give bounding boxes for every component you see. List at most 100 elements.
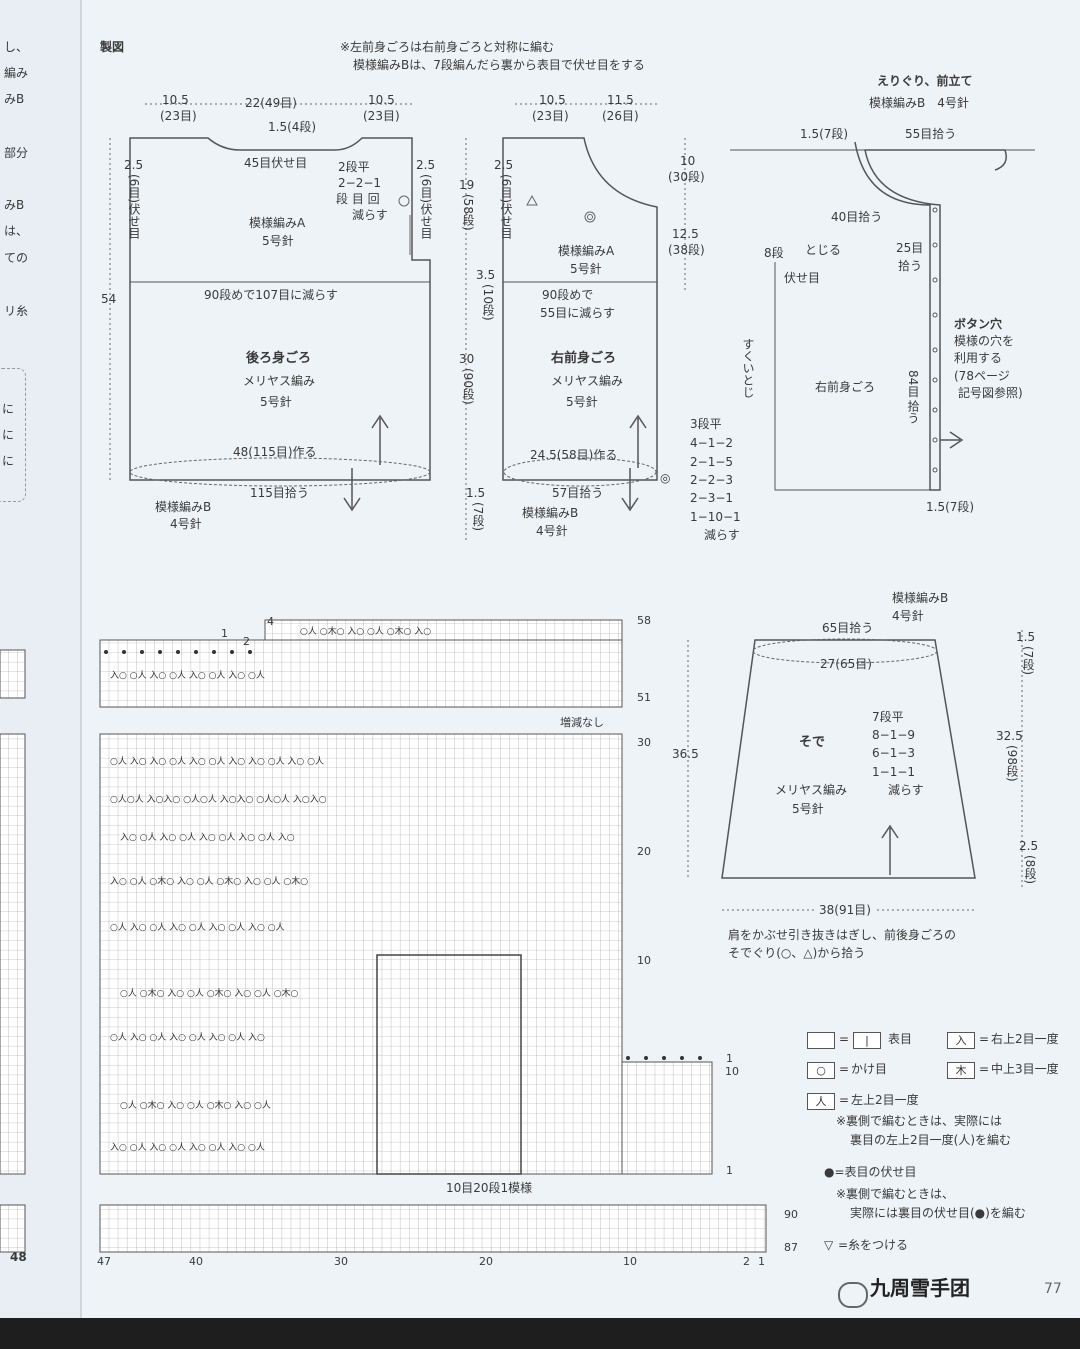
mid-d1: 19 xyxy=(459,178,475,192)
note-1: ※左前身ごろは右前身ごろと対称に編む xyxy=(340,40,555,54)
legend-yo: かけ目 xyxy=(851,1062,888,1076)
legend-k2tog-l: 左上2目一度 xyxy=(851,1093,919,1107)
front-side-dim-sub: (6目)伏せ目 xyxy=(499,174,513,239)
collar-top-dim: 1.5(7段) xyxy=(800,127,849,141)
legend-yarn: =糸をつける xyxy=(838,1238,909,1252)
sleeve-top-width: 27(65目) xyxy=(820,657,872,671)
back-outline xyxy=(129,137,431,481)
svg-text:入○ ○人 入○ ○人 入○ ○人 入○ ○人 入○: 入○ ○人 入○ ○人 入○ ○人 入○ ○人 入○ xyxy=(120,832,295,843)
legend-k2tog-l-note1: ※裏側で編むときは、実際には xyxy=(836,1114,1003,1128)
row-label: 1 xyxy=(726,1052,733,1065)
col-label: 1 xyxy=(758,1255,765,1268)
back-dim-right: 10.5 xyxy=(368,93,395,107)
sleeve-note2: そでぐり(○、△)から拾う xyxy=(728,946,866,960)
row-label: 10 xyxy=(637,954,651,967)
back-dim-mid: 22(49目) xyxy=(245,96,297,110)
sleeve-name: そで xyxy=(799,735,826,750)
svg-text:○人 ○木○ 入○ ○人 ○木○ 入○: ○人 ○木○ 入○ ○人 ○木○ 入○ xyxy=(300,625,431,637)
back-side-dim-sub-r: (6目)伏せ目 xyxy=(419,174,433,239)
sleeve-inc: 減らす xyxy=(888,783,924,797)
left-line: し、 xyxy=(4,40,29,54)
back-side-dim-sub: (6目)伏せ目 xyxy=(127,174,141,239)
buttonhole-line: 利用する xyxy=(954,351,1003,365)
back-cast-on: 48(115目)作る xyxy=(233,445,317,459)
back-neck-dec: 2段平 xyxy=(338,160,370,174)
back-side-dim: 2.5 xyxy=(124,158,144,172)
col-label: 10 xyxy=(623,1255,637,1268)
front-dim-right-sub: (26目) xyxy=(602,109,639,123)
note-2: 模様編みBは、7段編んだら裏から表目で伏せ目をする xyxy=(353,58,645,72)
eq: = xyxy=(979,1032,990,1046)
front-hem: 模様編みB xyxy=(522,506,579,520)
front-dec-note1: 90段めで xyxy=(542,288,594,302)
sleeve-inc: 7段平 xyxy=(872,710,904,724)
sleeve-hem: 模様編みB xyxy=(892,591,949,605)
left-side: に xyxy=(2,402,15,416)
svg-text:入○ ○人 ○木○ 入○ ○人 ○木○ 入○ ○人 ○木○: 入○ ○人 ○木○ 入○ ○人 ○木○ 入○ ○人 ○木○ xyxy=(110,875,308,887)
left-side: に xyxy=(2,428,15,442)
left-line: ての xyxy=(4,251,29,265)
collar-subtitle: 模様編みB 4号針 xyxy=(869,96,969,110)
back-neck-dec: 減らす xyxy=(352,208,388,222)
left-page-number: 48 xyxy=(10,1250,27,1264)
back-pickup: 115目拾う xyxy=(250,486,309,500)
front-stitch: メリヤス編み xyxy=(551,374,624,388)
key-k2tog-l: 人 xyxy=(807,1093,835,1110)
key-k2tog-r: 入 xyxy=(947,1032,975,1049)
collar-pickup-top: 55目拾う xyxy=(905,127,957,141)
left-box xyxy=(0,368,26,502)
back-name: 後ろ身ごろ xyxy=(246,351,312,366)
collar-close: とじる xyxy=(805,243,842,257)
row-label: 20 xyxy=(637,845,651,858)
front-neck-dec: 2−1−5 xyxy=(690,455,734,469)
front-name: 右前身ごろ xyxy=(551,351,617,366)
collar-seam: すくいとじ xyxy=(741,338,755,398)
sleeve-pickup: 65目拾う xyxy=(822,621,874,635)
page-number: 77 xyxy=(1044,1281,1062,1297)
legend-k2tog-l-note2: 裏目の左上2目一度(人)を編む xyxy=(850,1133,1011,1147)
no-change: 増減なし xyxy=(560,716,604,729)
front-neck: 10 xyxy=(680,154,696,168)
sleeve-d3-sub: (8段) xyxy=(1023,855,1037,884)
back-needle2: 5号針 xyxy=(260,395,292,409)
collar-bottom-dim: 1.5(7段) xyxy=(926,500,975,514)
mid-d4: 1.5 xyxy=(466,486,486,500)
left-line: 編み xyxy=(4,66,29,80)
front-dim-left: 10.5 xyxy=(539,93,566,107)
collar-pickup-25b: 拾う xyxy=(898,259,923,273)
mid-d3-sub: (90段) xyxy=(461,368,475,405)
row-label: 2 xyxy=(243,635,250,648)
collar-rows8: 8段 xyxy=(764,246,784,260)
mid-d3: 30 xyxy=(459,352,475,366)
collar-body-name: 右前身ごろ xyxy=(815,380,876,394)
key-yo: ○ xyxy=(807,1062,835,1079)
buttonhole-line: (78ページ xyxy=(954,369,1010,383)
collar-pickup-84: 84目 xyxy=(906,370,920,398)
svg-text:入○ ○人 入○ ○人 入○ ○人 入○ ○人: 入○ ○人 入○ ○人 入○ ○人 入○ ○人 xyxy=(110,1142,265,1153)
back-neck-depth: 1.5(4段) xyxy=(268,120,317,134)
sleeve-inc: 6−1−3 xyxy=(872,746,916,760)
key-blank xyxy=(807,1032,835,1049)
wechat-icon xyxy=(838,1282,868,1308)
row-label: 90 xyxy=(784,1208,798,1221)
front-neck2-sub: (38段) xyxy=(668,243,705,257)
row-label: 1 xyxy=(726,1164,733,1177)
left-line: みB xyxy=(4,92,25,106)
col-label: 30 xyxy=(334,1255,348,1268)
front-neck-dec: 1−10−1 xyxy=(690,510,741,524)
section-title: 製図 xyxy=(100,40,125,54)
front-cast-on: 24.5(58目)作る xyxy=(530,448,618,462)
back-bind-off: 45目伏せ目 xyxy=(244,156,308,170)
front-needle2: 5号針 xyxy=(566,395,598,409)
buttonhole-line: 記号図参照) xyxy=(958,386,1023,400)
front-needle: 5号針 xyxy=(570,262,602,276)
svg-text:入○ ○人 入○ ○人 入○ ○人 入○ ○人: 入○ ○人 入○ ○人 入○ ○人 入○ ○人 xyxy=(110,670,265,681)
back-hem-needle: 4号針 xyxy=(170,517,202,531)
buttonhole-line: 模様の穴を xyxy=(954,334,1015,348)
col-label: 40 xyxy=(189,1255,203,1268)
front-dim-left-sub: (23目) xyxy=(532,109,569,123)
collar-pickup-40: 40目拾う xyxy=(831,210,883,224)
sleeve-needle: 5号針 xyxy=(792,802,824,816)
front-neck2: 12.5 xyxy=(672,227,699,241)
